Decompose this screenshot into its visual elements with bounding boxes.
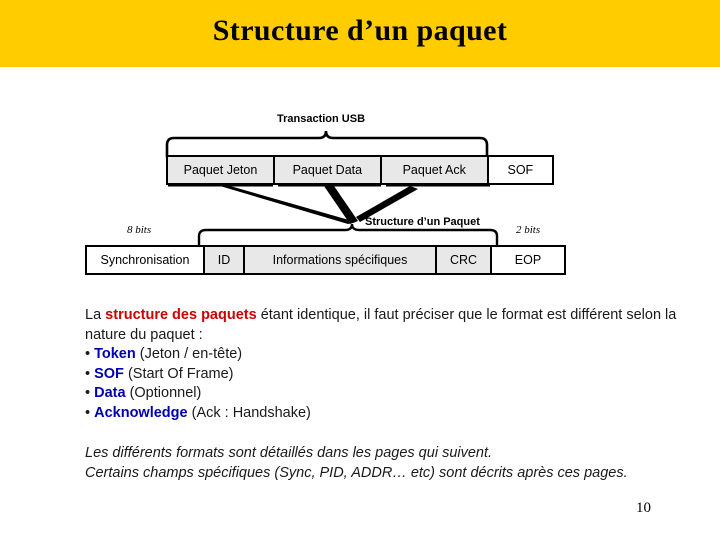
bullet-marker: •: [85, 346, 91, 362]
list-item: • Acknowledge (Ack : Handshake): [85, 404, 685, 424]
list-item: • Token (Jeton / en-tête): [85, 345, 685, 365]
list-item: • Data (Optionnel): [85, 384, 685, 404]
note-line-2: Certains champs spécifiques (Sync, PID, …: [85, 465, 628, 481]
bullet-marker: •: [85, 385, 91, 401]
bullet-detail: (Optionnel): [129, 385, 202, 401]
transaction-brace-label: Transaction USB: [277, 113, 366, 125]
intro-post: étant identique, il faut préciser que le…: [85, 307, 677, 343]
list-item: • SOF (Start Of Frame): [85, 365, 685, 385]
page-number: 10: [636, 500, 651, 516]
cell-informations-specifiques[interactable]: Informations spécifiques: [245, 247, 437, 273]
cell-eop[interactable]: EOP: [492, 247, 564, 273]
bullet-term: Data: [94, 385, 126, 401]
cell-sof[interactable]: SOF: [488, 157, 552, 183]
intro-paragraph: La structure des paquets étant identique…: [85, 306, 685, 345]
note-text: Les différents formats sont détaillés da…: [85, 443, 675, 483]
bullet-marker: •: [85, 365, 91, 382]
packet-brace-icon: [197, 223, 499, 248]
transaction-brace-icon: [165, 130, 489, 158]
intro-strong: structure des paquets: [105, 307, 257, 323]
cell-crc[interactable]: CRC: [437, 247, 492, 273]
bullet-detail: (Ack : Handshake): [191, 404, 311, 421]
intro-pre: La: [85, 307, 106, 323]
bullet-term: Token: [94, 346, 136, 362]
bullet-marker: •: [85, 404, 91, 421]
right-bits-label: 2 bits: [516, 224, 541, 236]
title-banner: Structure d’un paquet: [0, 0, 720, 67]
body-text: La structure des paquets étant identique…: [85, 306, 685, 423]
packet-connector-lines-icon: [168, 183, 490, 224]
cell-synchronisation[interactable]: Synchronisation: [87, 247, 205, 273]
bullet-detail: (Start Of Frame): [127, 365, 234, 382]
cell-paquet-ack[interactable]: Paquet Ack: [381, 157, 489, 183]
note-line-1: Les différents formats sont détaillés da…: [85, 445, 493, 461]
bullet-term: Acknowledge: [94, 404, 188, 421]
cell-id[interactable]: ID: [205, 247, 245, 273]
packet-row: Synchronisation ID Informations spécifiq…: [85, 245, 566, 275]
bullet-detail: (Jeton / en-tête): [139, 346, 243, 362]
cell-paquet-data[interactable]: Paquet Data: [274, 157, 382, 183]
left-bits-label: 8 bits: [127, 224, 152, 236]
bullet-term: SOF: [94, 365, 124, 382]
packet-brace-label: Structure d’un Paquet: [365, 216, 480, 228]
cell-paquet-jeton[interactable]: Paquet Jeton: [168, 157, 275, 183]
page-title: Structure d’un paquet: [212, 14, 508, 47]
transaction-row: Paquet Jeton Paquet Data Paquet Ack SOF: [166, 155, 554, 185]
